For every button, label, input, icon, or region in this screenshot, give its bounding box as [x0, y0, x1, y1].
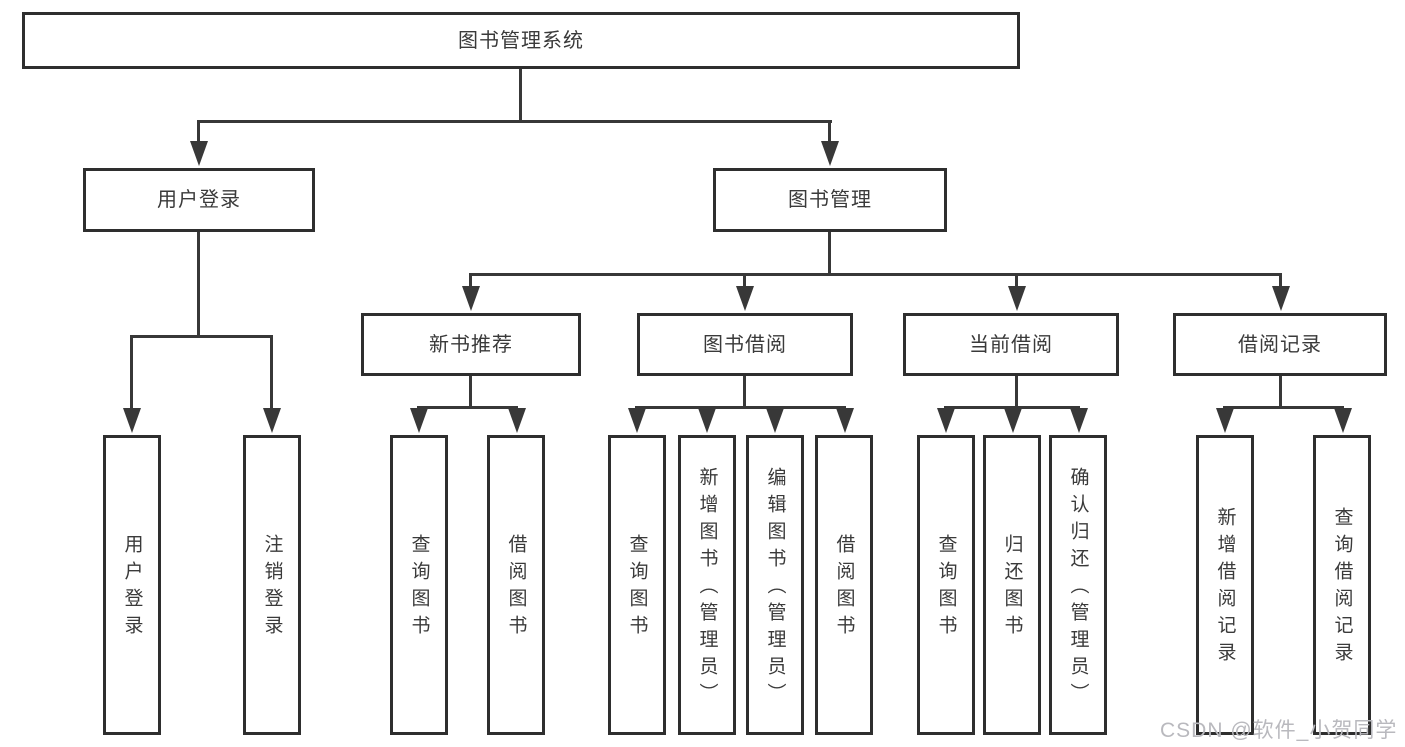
node-borrow-records: 借阅记录	[1173, 313, 1387, 376]
arrow-down-icon	[628, 408, 646, 433]
arrow-down-icon	[1272, 286, 1290, 311]
arrow-down-icon	[698, 408, 716, 433]
node-current-borrow: 当前借阅	[903, 313, 1119, 376]
leaf-add-borrow-record: 新增借阅记录	[1196, 435, 1254, 735]
connector-root-distributor	[197, 120, 832, 123]
connector-section-distributor	[417, 406, 518, 409]
arrow-down-icon	[190, 141, 208, 166]
arrow-down-icon	[1334, 408, 1352, 433]
connector-section-stub	[469, 376, 472, 409]
connector-shaft-new-book	[469, 273, 472, 293]
arrow-down-icon	[1216, 408, 1234, 433]
leaf-return-books: 归还图书	[983, 435, 1041, 735]
connector-section-distributor	[635, 406, 846, 409]
arrow-down-icon	[736, 286, 754, 311]
leaf-query-books-borrow: 查询图书	[608, 435, 666, 735]
node-book-management: 图书管理	[713, 168, 947, 232]
arrow-down-icon	[821, 141, 839, 166]
leaf-query-books-current: 查询图书	[917, 435, 975, 735]
leaf-query-borrow-record: 查询借阅记录	[1313, 435, 1371, 735]
connector-book-management-stub	[828, 232, 831, 276]
connector-book-management-distributor	[470, 273, 1282, 276]
connector-shaft-current-borrow	[1015, 273, 1018, 293]
connector-root-stub	[519, 69, 522, 122]
connector-shaft-book-borrow	[743, 273, 746, 293]
csdn-watermark: CSDN @软件_小贺同学	[1160, 719, 1398, 742]
arrow-down-icon	[410, 408, 428, 433]
connector-section-distributor	[1223, 406, 1344, 409]
leaf-logout: 注销登录	[243, 435, 301, 735]
leaf-borrow-books-recommend: 借阅图书	[487, 435, 545, 735]
connector-section-stub	[1015, 376, 1018, 409]
arrow-down-icon	[462, 286, 480, 311]
connector-section-stub	[743, 376, 746, 409]
connector-user-login-distributor	[130, 335, 273, 338]
arrow-down-icon	[123, 408, 141, 433]
arrow-down-icon	[263, 408, 281, 433]
connector-section-stub	[1279, 376, 1282, 409]
connector-shaft-borrow-records	[1279, 273, 1282, 293]
arrow-down-icon	[766, 408, 784, 433]
arrow-down-icon	[1070, 408, 1088, 433]
node-new-book-recommend: 新书推荐	[361, 313, 581, 376]
node-book-borrow: 图书借阅	[637, 313, 853, 376]
leaf-edit-books-admin: 编辑图书（管理员）	[746, 435, 804, 735]
connector-shaft-leaf	[130, 335, 133, 415]
node-user-login: 用户登录	[83, 168, 315, 232]
leaf-confirm-return-admin: 确认归还（管理员）	[1049, 435, 1107, 735]
connector-shaft-user-login	[197, 120, 200, 148]
connector-shaft-leaf	[270, 335, 273, 415]
leaf-add-books-admin: 新增图书（管理员）	[678, 435, 736, 735]
arrow-down-icon	[836, 408, 854, 433]
arrow-down-icon	[937, 408, 955, 433]
connector-shaft-book-management	[828, 120, 831, 148]
leaf-query-books-recommend: 查询图书	[390, 435, 448, 735]
leaf-user-login: 用户登录	[103, 435, 161, 735]
node-library-management-system: 图书管理系统	[22, 12, 1020, 69]
leaf-borrow-books: 借阅图书	[815, 435, 873, 735]
arrow-down-icon	[508, 408, 526, 433]
arrow-down-icon	[1004, 408, 1022, 433]
arrow-down-icon	[1008, 286, 1026, 311]
connector-user-login-stub	[197, 232, 200, 338]
